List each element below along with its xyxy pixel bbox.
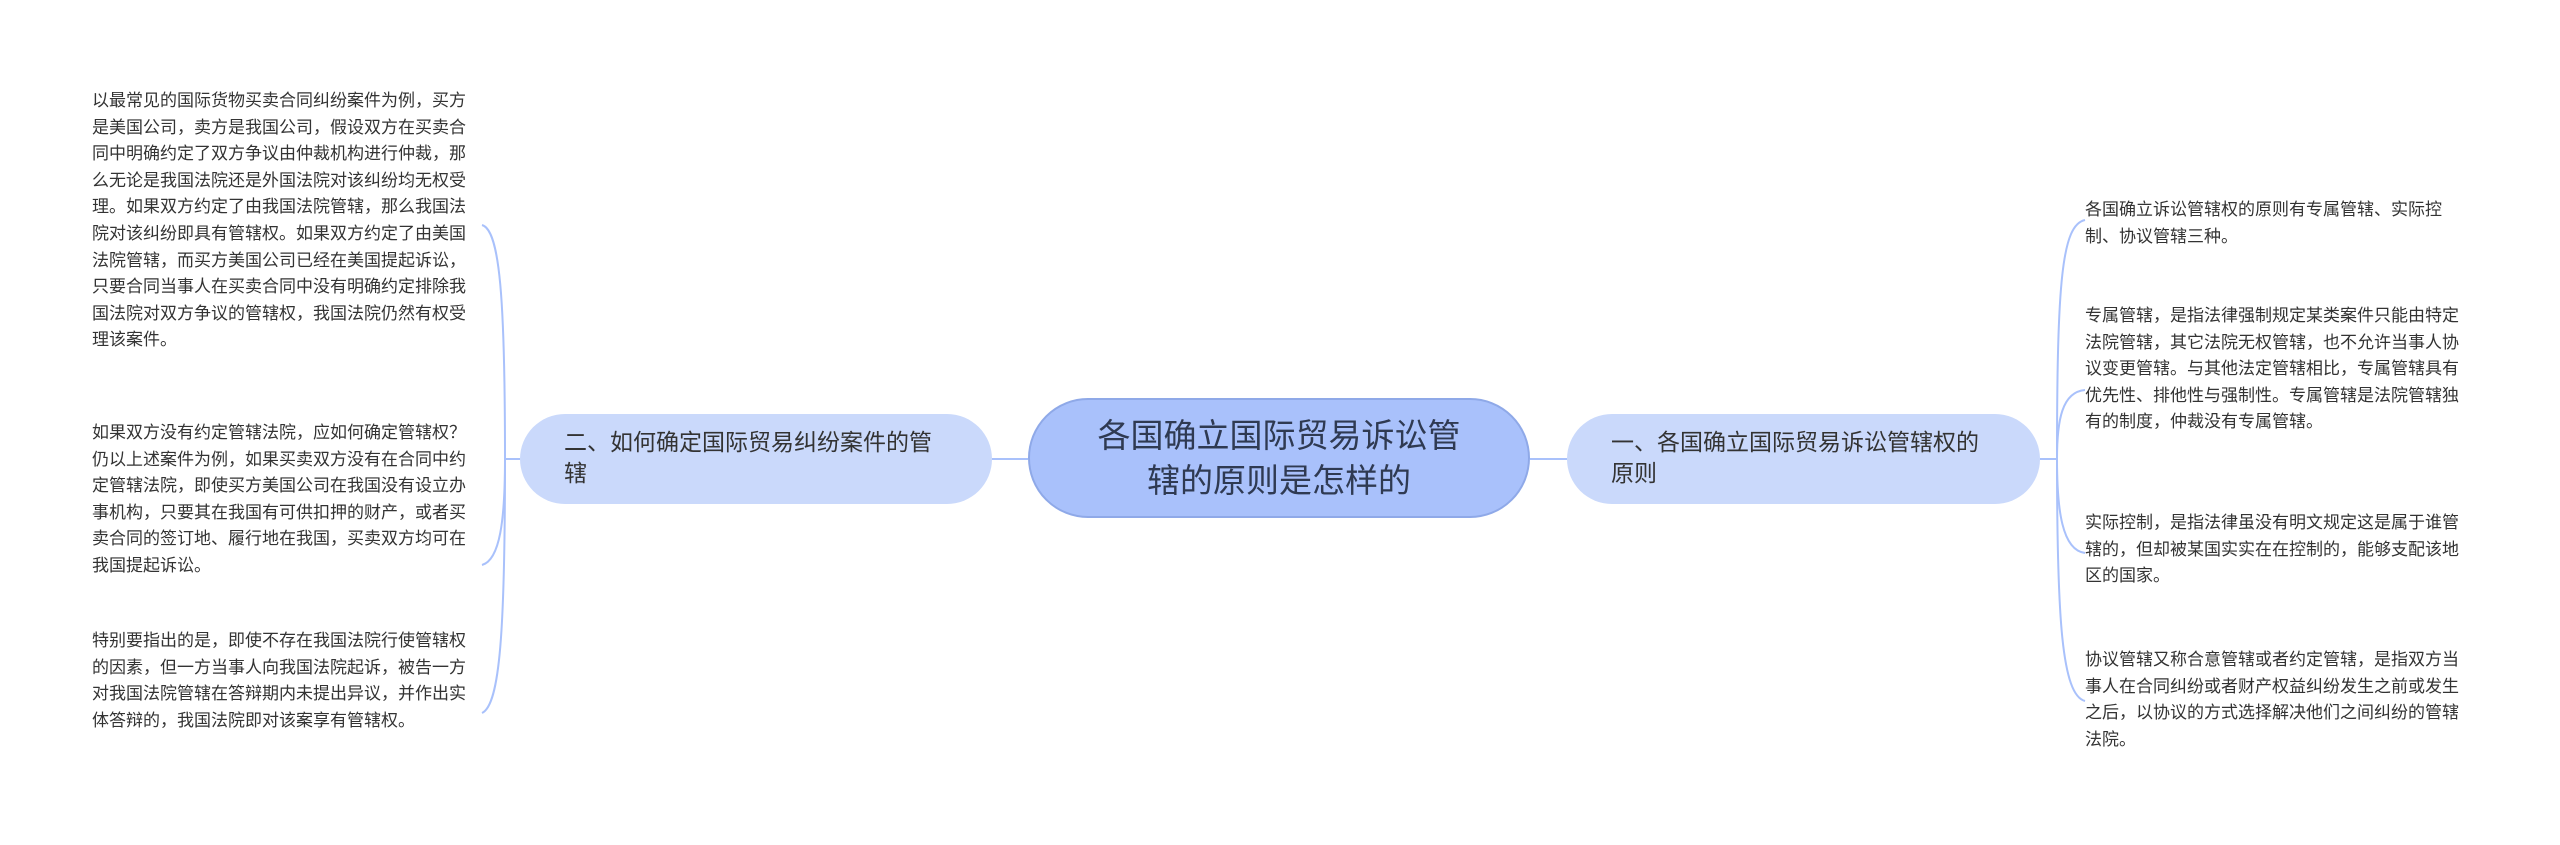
connector-leaf-r3 [2056, 458, 2086, 554]
connector-leaf-l3 [481, 458, 506, 714]
connector-leaf-r2 [2056, 389, 2086, 460]
leaf-text-right-3: 实际控制，是指法律虽没有明文规定这是属于谁管辖的，但却被某国实实在在控制的，能够… [2085, 513, 2459, 587]
connector-leaf-l2 [481, 458, 506, 566]
leaf-text-left-1: 以最常见的国际货物买卖合同纠纷案件为例，买方是美国公司，卖方是我国公司，假设双方… [92, 91, 466, 351]
root-topic-label: 各国确立国际贸易诉讼管辖的原则是怎样的 [1097, 416, 1461, 500]
branch-right-label: 一、各国确立国际贸易诉讼管辖权的原则 [1611, 430, 1979, 487]
branch-left-label: 二、如何确定国际贸易纠纷案件的管辖 [564, 430, 932, 487]
branch-topic-left[interactable]: 二、如何确定国际贸易纠纷案件的管辖 [520, 414, 992, 504]
leaf-text-right-2: 专属管辖，是指法律强制规定某类案件只能由特定法院管辖，其它法院无权管辖，也不允许… [2085, 306, 2459, 433]
root-topic[interactable]: 各国确立国际贸易诉讼管辖的原则是怎样的 [1028, 398, 1530, 518]
leaf-text-left-2: 如果双方没有约定管辖法院，应如何确定管辖权？仍以上述案件为例，如果买卖双方没有在… [92, 423, 466, 576]
leaf-text-left-3: 特别要指出的是，即使不存在我国法院行使管辖权的因素，但一方当事人向我国法院起诉，… [92, 631, 466, 731]
connector-leaf-l1 [481, 224, 506, 460]
leaf-text-right-4: 协议管辖又称合意管辖或者约定管辖，是指双方当事人在合同纠纷或者财产权益纠纷发生之… [2085, 650, 2459, 750]
branch-topic-right[interactable]: 一、各国确立国际贸易诉讼管辖权的原则 [1567, 414, 2040, 504]
connector-leaf-r4 [2056, 458, 2086, 702]
connector-leaf-r1 [2056, 219, 2086, 460]
leaf-text-right-1: 各国确立诉讼管辖权的原则有专属管辖、实际控制、协议管辖三种。 [2085, 200, 2442, 247]
